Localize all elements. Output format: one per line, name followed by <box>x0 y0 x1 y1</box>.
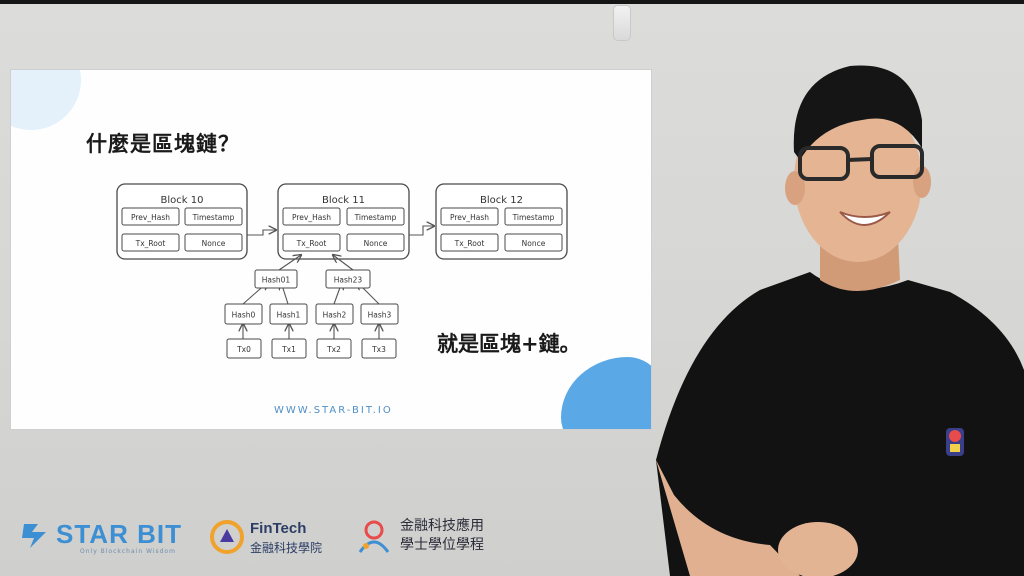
block-10: Block 10 Prev_Hash Timestamp Tx_Root Non… <box>116 183 248 260</box>
field-nonce: Nonce <box>522 239 546 248</box>
field-timestamp: Timestamp <box>512 213 555 222</box>
glasses-icon <box>798 144 924 181</box>
fintech-name: FinTech <box>250 520 307 537</box>
starbit-tagline: Only Blockchain Wisdom <box>80 548 176 555</box>
block-title: Block 12 <box>480 195 523 206</box>
field-prev-hash: Prev_Hash <box>450 213 489 222</box>
node-hash23: Hash23 <box>334 276 363 285</box>
node-hash1: Hash1 <box>277 311 301 320</box>
merkle-edges <box>243 255 379 339</box>
presenter-ear-left <box>785 171 805 205</box>
presenter-smile <box>839 211 891 226</box>
fintech-subtitle: 金融科技學院 <box>250 541 323 555</box>
shirt-badge-icon <box>946 428 964 456</box>
node-hash0: Hash0 <box>232 311 256 320</box>
program-logo: 金融科技應用 學士學位學程 <box>356 516 506 558</box>
node-tx3: Tx3 <box>371 345 386 354</box>
presenter-arm <box>656 460 800 576</box>
merkle-transactions: Tx0 Tx1 Tx2 Tx3 <box>226 338 397 359</box>
presenter-hand <box>778 522 858 576</box>
node-hash2: Hash2 <box>323 311 347 320</box>
field-tx-root: Tx_Root <box>296 239 327 248</box>
field-prev-hash: Prev_Hash <box>131 213 170 222</box>
presenter <box>656 65 1024 576</box>
presenter-hair <box>793 65 922 160</box>
node-tx2: Tx2 <box>326 345 341 354</box>
video-top-edge <box>0 0 1024 4</box>
slide-url: WWW.STAR-BIT.IO <box>274 405 393 416</box>
program-name-line2: 學士學位學程 <box>400 537 484 553</box>
fintech-logo: FinTech 金融科技學院 <box>210 518 350 558</box>
starbit-mark-icon <box>22 524 46 548</box>
node-hash01: Hash01 <box>262 276 291 285</box>
program-mark-icon <box>358 520 390 553</box>
wall-hook <box>614 6 630 40</box>
block-title: Block 11 <box>322 195 365 206</box>
node-hash3: Hash3 <box>368 311 392 320</box>
slide-title: 什麼是區塊鏈？ <box>86 132 240 156</box>
presenter-face <box>794 98 922 262</box>
starbit-logo: STAR BIT Only Blockchain Wisdom <box>20 518 190 556</box>
field-nonce: Nonce <box>202 239 226 248</box>
node-tx1: Tx1 <box>281 345 296 354</box>
fintech-mark-icon <box>210 520 244 554</box>
field-nonce: Nonce <box>364 239 388 248</box>
chain-links <box>247 226 434 236</box>
presenter-shirt <box>656 272 1024 576</box>
block-11: Block 11 Prev_Hash Timestamp Tx_Root Non… <box>277 183 410 260</box>
field-timestamp: Timestamp <box>354 213 397 222</box>
blockchain-diagram: Block 10 Prev_Hash Timestamp Tx_Root Non… <box>116 183 568 359</box>
slide-subtitle: 就是區塊+鏈。 <box>437 332 581 356</box>
field-timestamp: Timestamp <box>192 213 235 222</box>
block-title: Block 10 <box>161 195 204 206</box>
field-tx-root: Tx_Root <box>454 239 485 248</box>
block-12: Block 12 Prev_Hash Timestamp Tx_Root Non… <box>435 183 568 260</box>
node-tx0: Tx0 <box>236 345 251 354</box>
starbit-name: STAR BIT <box>56 519 182 549</box>
field-tx-root: Tx_Root <box>135 239 166 248</box>
merkle-level-1: Hash01 Hash23 <box>254 269 371 289</box>
merkle-level-2: Hash0 Hash1 Hash2 Hash3 <box>224 303 399 325</box>
program-name-line1: 金融科技應用 <box>400 518 484 534</box>
presentation-slide: 什麼是區塊鏈？ Block 10 Prev_Hash Timestamp Tx_… <box>11 70 651 429</box>
field-prev-hash: Prev_Hash <box>292 213 331 222</box>
